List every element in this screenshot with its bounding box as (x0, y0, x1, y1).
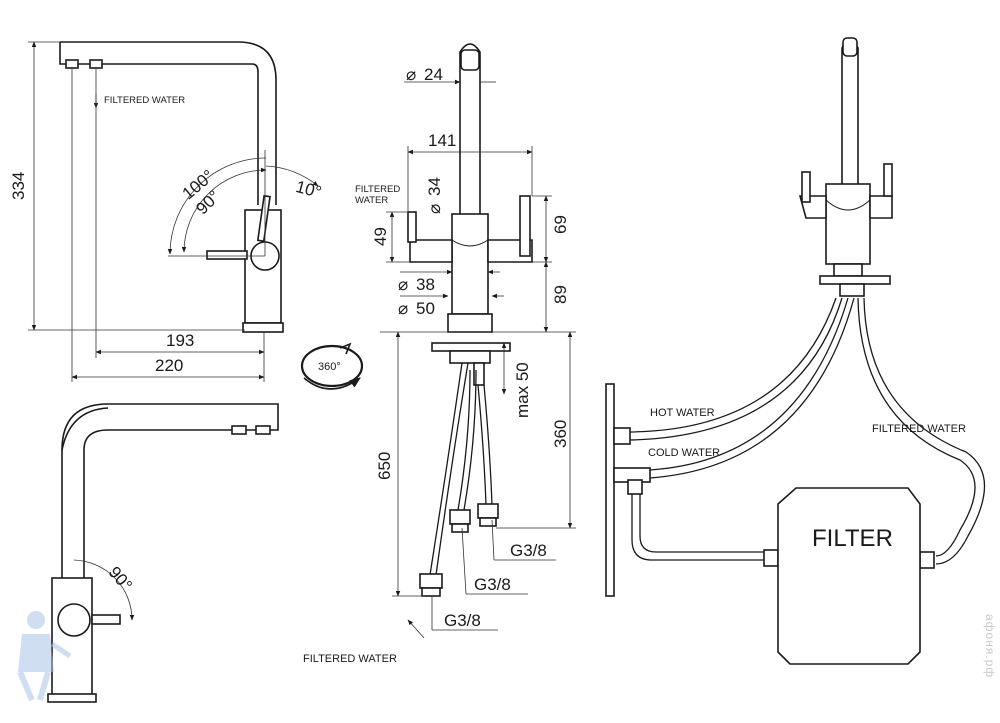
filtered-water-label: FILTERED (355, 184, 400, 195)
front-elevation-view: ⌀ 24 141 ⌀ 34 FILTERED WATER 49 69 ⌀ 38 … (303, 43, 576, 665)
angle-label: 90° (105, 563, 136, 595)
filtered-water-label: FILTERED WATER (872, 423, 966, 435)
side-elevation-view: 100° 90° 10° FILTERED WATER 334 193 220 (9, 41, 324, 382)
dimension-34: 34 (425, 177, 444, 196)
watermark: афоня.рф (983, 614, 997, 678)
dimension-89: 89 (551, 285, 570, 304)
dimension-max-50: max 50 (513, 362, 532, 418)
filtered-water-label: WATER (355, 195, 388, 206)
plumber-mascot-logo (17, 611, 72, 702)
rotation-label: 360° (318, 361, 341, 373)
dimension-24: 24 (424, 65, 443, 84)
thread-size: G3/8 (474, 575, 511, 594)
dimension-141: 141 (428, 131, 456, 150)
dimension-49: 49 (371, 227, 390, 246)
dimension-50: 50 (416, 299, 435, 318)
installation-scheme-view: HOT WATER COLD WATER FILTERED WATER FILT… (605, 37, 986, 665)
rotation-arrow-icon: 360° (300, 342, 364, 390)
filter-label: FILTER (812, 525, 893, 552)
cold-water-label: COLD WATER (648, 447, 720, 459)
diameter-symbol: ⌀ (425, 204, 444, 214)
thread-size: G3/8 (444, 611, 481, 630)
dimension-650: 650 (375, 452, 394, 480)
diameter-symbol: ⌀ (406, 65, 416, 84)
dimension-193: 193 (166, 331, 194, 350)
dimension-69: 69 (551, 215, 570, 234)
dimension-334: 334 (9, 172, 28, 200)
dimension-360: 360 (551, 420, 570, 448)
filtered-water-label: FILTERED WATER (303, 653, 397, 665)
diameter-symbol: ⌀ (398, 275, 408, 294)
dimension-220: 220 (155, 356, 183, 375)
thread-size: G3/8 (510, 541, 547, 560)
angle-label: 10° (294, 177, 324, 202)
perspective-view: 90° (47, 403, 279, 703)
hot-water-label: HOT WATER (650, 407, 715, 419)
diameter-symbol: ⌀ (398, 299, 408, 318)
dimension-38: 38 (416, 275, 435, 294)
filtered-water-label: FILTERED WATER (104, 95, 185, 106)
